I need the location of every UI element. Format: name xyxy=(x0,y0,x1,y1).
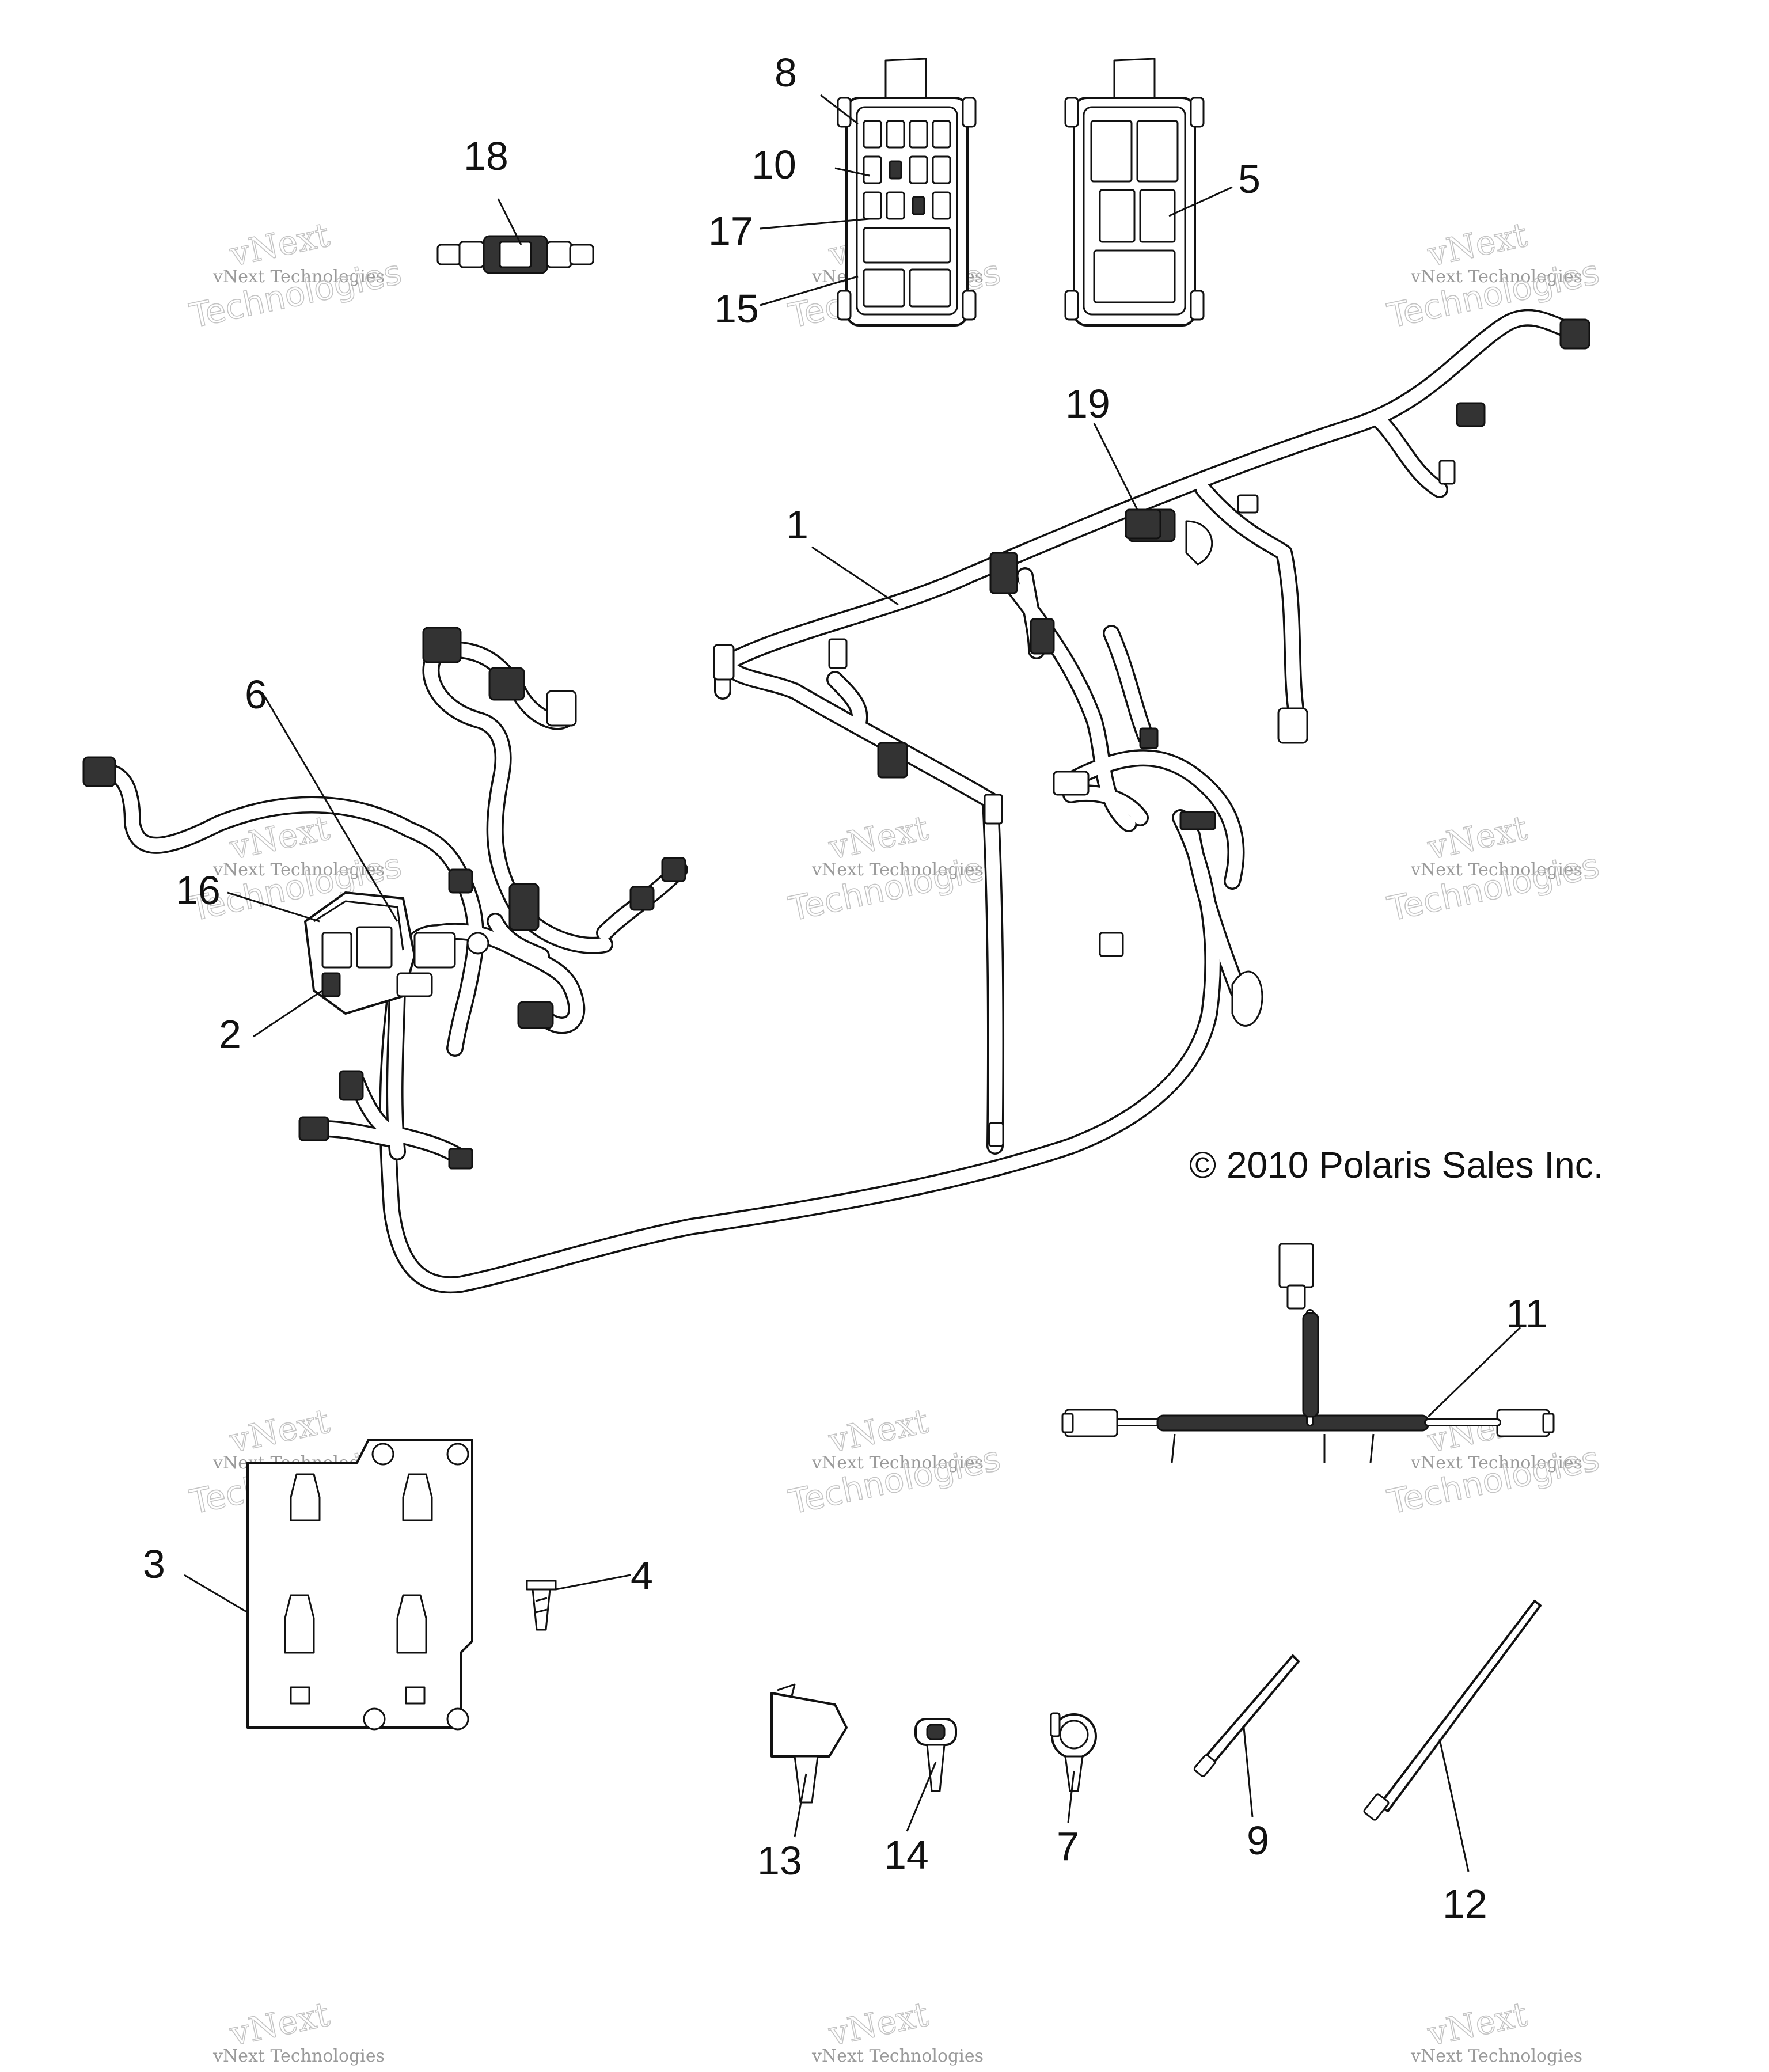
svg-text:vNext: vNext xyxy=(825,1401,932,1460)
callout-7: 7 xyxy=(1057,1824,1079,1869)
watermark: vNext vNext Technologies xyxy=(811,1994,984,2066)
svg-text:vNext Technologies: vNext Technologies xyxy=(1410,1453,1582,1473)
watermark: vNext vNext Technologies xyxy=(1410,1994,1582,2066)
svg-text:vNext Technologies: vNext Technologies xyxy=(212,267,385,287)
callout-3: 3 xyxy=(143,1542,165,1587)
watermark: vNext vNext Technologies Technologies xyxy=(186,214,405,336)
leader-lines xyxy=(184,94,1521,1872)
left-sub-harness[interactable] xyxy=(82,627,688,1170)
svg-text:Technologies: Technologies xyxy=(1384,1439,1603,1522)
part-5-fuse-box-cover[interactable] xyxy=(1064,58,1205,327)
watermark: vNext vNext Technologies Technologies xyxy=(785,807,1004,929)
svg-text:vNext: vNext xyxy=(1424,808,1531,867)
watermark: vNext vNext Technologies xyxy=(212,1994,385,2066)
callout-10: 10 xyxy=(751,142,796,187)
svg-text:Technologies: Technologies xyxy=(186,253,405,336)
callout-2: 2 xyxy=(219,1012,241,1057)
copyright-notice: © 2010 Polaris Sales Inc. xyxy=(1189,1144,1604,1186)
svg-text:vNext: vNext xyxy=(1424,215,1531,274)
svg-text:vNext Technologies: vNext Technologies xyxy=(811,2046,984,2066)
harness-inner xyxy=(381,311,1585,1292)
callout-4: 4 xyxy=(631,1553,653,1598)
callout-12: 12 xyxy=(1442,1881,1487,1926)
callout-6: 6 xyxy=(245,672,267,717)
svg-text:Technologies: Technologies xyxy=(1384,846,1603,929)
part-13-clip[interactable] xyxy=(770,1683,848,1804)
svg-text:vNext Technologies: vNext Technologies xyxy=(1410,2046,1582,2066)
part-19-connector[interactable] xyxy=(1125,508,1161,540)
callout-15: 15 xyxy=(714,286,759,331)
callout-13: 13 xyxy=(757,1838,802,1883)
watermark: vNext vNext Technologies Technologies xyxy=(1384,214,1603,336)
svg-text:vNext: vNext xyxy=(825,1994,932,2054)
svg-text:Technologies: Technologies xyxy=(785,846,1004,929)
part-12-cable-tie-large[interactable] xyxy=(1363,1600,1542,1821)
callout-16: 16 xyxy=(176,868,221,913)
callout-14: 14 xyxy=(884,1832,929,1877)
svg-text:vNext: vNext xyxy=(226,1401,333,1460)
part-11-accessory-harness[interactable] xyxy=(1061,1243,1555,1463)
svg-text:vNext: vNext xyxy=(825,808,932,867)
svg-text:vNext Technologies: vNext Technologies xyxy=(811,1453,984,1473)
part-7-loop-clamp[interactable] xyxy=(1050,1712,1097,1792)
callout-19: 19 xyxy=(1065,381,1110,426)
part-1-main-wiring-harness[interactable] xyxy=(379,309,1590,1294)
svg-text:vNext Technologies: vNext Technologies xyxy=(212,860,385,880)
fuse-box-open[interactable] xyxy=(837,58,977,327)
svg-text:vNext: vNext xyxy=(1424,1994,1531,2054)
callout-numbers: 1 2 3 4 5 6 7 8 9 10 11 12 13 14 15 16 1… xyxy=(143,50,1548,1926)
fuse-grid xyxy=(863,120,951,308)
svg-text:vNext: vNext xyxy=(226,215,333,274)
watermark: vNext vNext Technologies Technologies xyxy=(785,1401,1004,1522)
harness-connectors xyxy=(713,318,1590,1147)
callout-11: 11 xyxy=(1506,1291,1548,1336)
callout-9: 9 xyxy=(1247,1818,1269,1863)
svg-text:vNext Technologies: vNext Technologies xyxy=(1410,860,1582,880)
svg-text:vNext Technologies: vNext Technologies xyxy=(212,2046,385,2066)
part-4-screw[interactable] xyxy=(526,1580,557,1631)
part-3-mounting-plate[interactable] xyxy=(246,1439,473,1731)
svg-text:vNext: vNext xyxy=(226,1994,333,2054)
part-2-relay-block[interactable] xyxy=(304,891,456,1015)
part-14-push-clip[interactable] xyxy=(914,1718,957,1792)
callout-1: 1 xyxy=(786,502,808,547)
part-18-inline-fuse-holder[interactable] xyxy=(436,235,594,274)
watermark: vNext vNext Technologies Technologies xyxy=(1384,807,1603,929)
callout-18: 18 xyxy=(464,134,508,179)
callout-5: 5 xyxy=(1238,157,1261,202)
callout-17: 17 xyxy=(708,208,753,253)
part-9-cable-tie-small[interactable] xyxy=(1193,1654,1300,1777)
callout-8: 8 xyxy=(775,50,797,95)
svg-text:Technologies: Technologies xyxy=(785,1439,1004,1522)
svg-text:vNext Technologies: vNext Technologies xyxy=(811,860,984,880)
left-harness-connectors xyxy=(82,627,686,1170)
svg-text:vNext Technologies: vNext Technologies xyxy=(1410,267,1582,287)
